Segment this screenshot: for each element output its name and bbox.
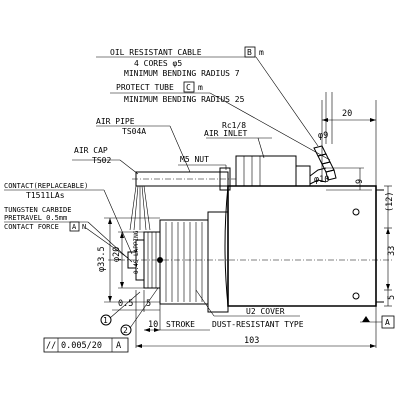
dimension-lines	[104, 100, 392, 348]
datum-a-marker: A	[381, 315, 395, 329]
dim-10: 10	[148, 320, 158, 330]
m5-nut-label: M5 NUT	[180, 155, 209, 164]
air-pipe-label: AIR PIPE	[96, 117, 135, 126]
stroke-label: STROKE	[166, 320, 195, 329]
contact-force-box: A	[72, 223, 77, 231]
dim-phi33-5: φ33.5	[97, 246, 107, 272]
pretravel-label: PRETRAVEL 0.5mm	[4, 214, 67, 222]
cores-text: 4 CORES φ5	[134, 59, 182, 68]
oil-cable-text: OIL RESISTANT CABLE	[110, 48, 202, 57]
protect-tube-unit: m	[198, 83, 203, 92]
contact-force-text: CONTACT FORCE	[4, 223, 59, 231]
oil-cable-box: B	[247, 48, 252, 57]
dim-5-bottom: 5	[146, 299, 151, 309]
dim-20-top: 20	[342, 109, 352, 119]
dim-phi20: φ20	[112, 247, 122, 262]
protect-tube-text: PROTECT TUBE	[116, 83, 174, 92]
dim-5-right: 5	[387, 295, 397, 300]
air-pipe-part: TS04A	[122, 127, 146, 136]
dim-9: 9	[355, 179, 365, 184]
dim-12: (12)	[385, 192, 395, 212]
protect-tube-box: C	[186, 83, 191, 92]
tolerance-symbol: //	[46, 341, 56, 351]
contact-part: T1511LAs	[26, 191, 65, 200]
dim-phi10: φ10	[314, 175, 329, 185]
circle-2-marker: 2	[120, 324, 132, 336]
protect-tube	[309, 92, 337, 185]
tolerance-value: 0.005/20	[61, 341, 102, 351]
circle-2-text: 2	[123, 326, 128, 335]
leader-lines	[4, 56, 331, 329]
probe-body	[108, 185, 392, 313]
cover-label: U2 COVER	[246, 307, 285, 316]
circle-1-marker: 1	[100, 314, 112, 326]
dim-0-5: 0.5	[118, 299, 133, 309]
datum-a-text: A	[385, 318, 390, 327]
air-cap-part: TS02	[92, 156, 111, 165]
tolerance-frame: // 0.005/20 A	[43, 337, 129, 353]
air-pipe	[129, 167, 236, 231]
dust-label: DUST-RESISTANT TYPE	[212, 320, 304, 329]
contact-force-unit: N	[82, 223, 86, 231]
circle-1-text: 1	[103, 316, 108, 325]
lapping-label: 0.4S LAPPING	[133, 230, 140, 274]
contact-label: CONTACT(REPLACEABLE)	[4, 182, 88, 190]
air-inlet-block	[235, 155, 311, 187]
dim-103: 103	[244, 336, 259, 346]
label-protect-tube: PROTECT TUBE C m	[116, 81, 203, 93]
dim-phi9: φ9	[318, 131, 328, 141]
label-contact-force: CONTACT FORCE A N	[4, 221, 86, 232]
tungsten-label: TUNGSTEN CARBIDE	[4, 206, 71, 214]
dim-33: 33	[387, 246, 397, 256]
rc-label: Rc1/8	[222, 121, 246, 130]
min-bend-7-text: MINIMUM BENDING RADIUS 7	[124, 69, 240, 78]
air-cap-label: AIR CAP	[74, 146, 108, 155]
tolerance-datum: A	[116, 341, 121, 351]
oil-cable-unit: m	[259, 48, 264, 57]
air-inlet-label: AIR INLET	[204, 129, 248, 138]
min-bend-25-text: MINIMUM BENDING RADIUS 25	[124, 95, 245, 104]
label-oil-cable: OIL RESISTANT CABLE B m	[110, 46, 264, 58]
